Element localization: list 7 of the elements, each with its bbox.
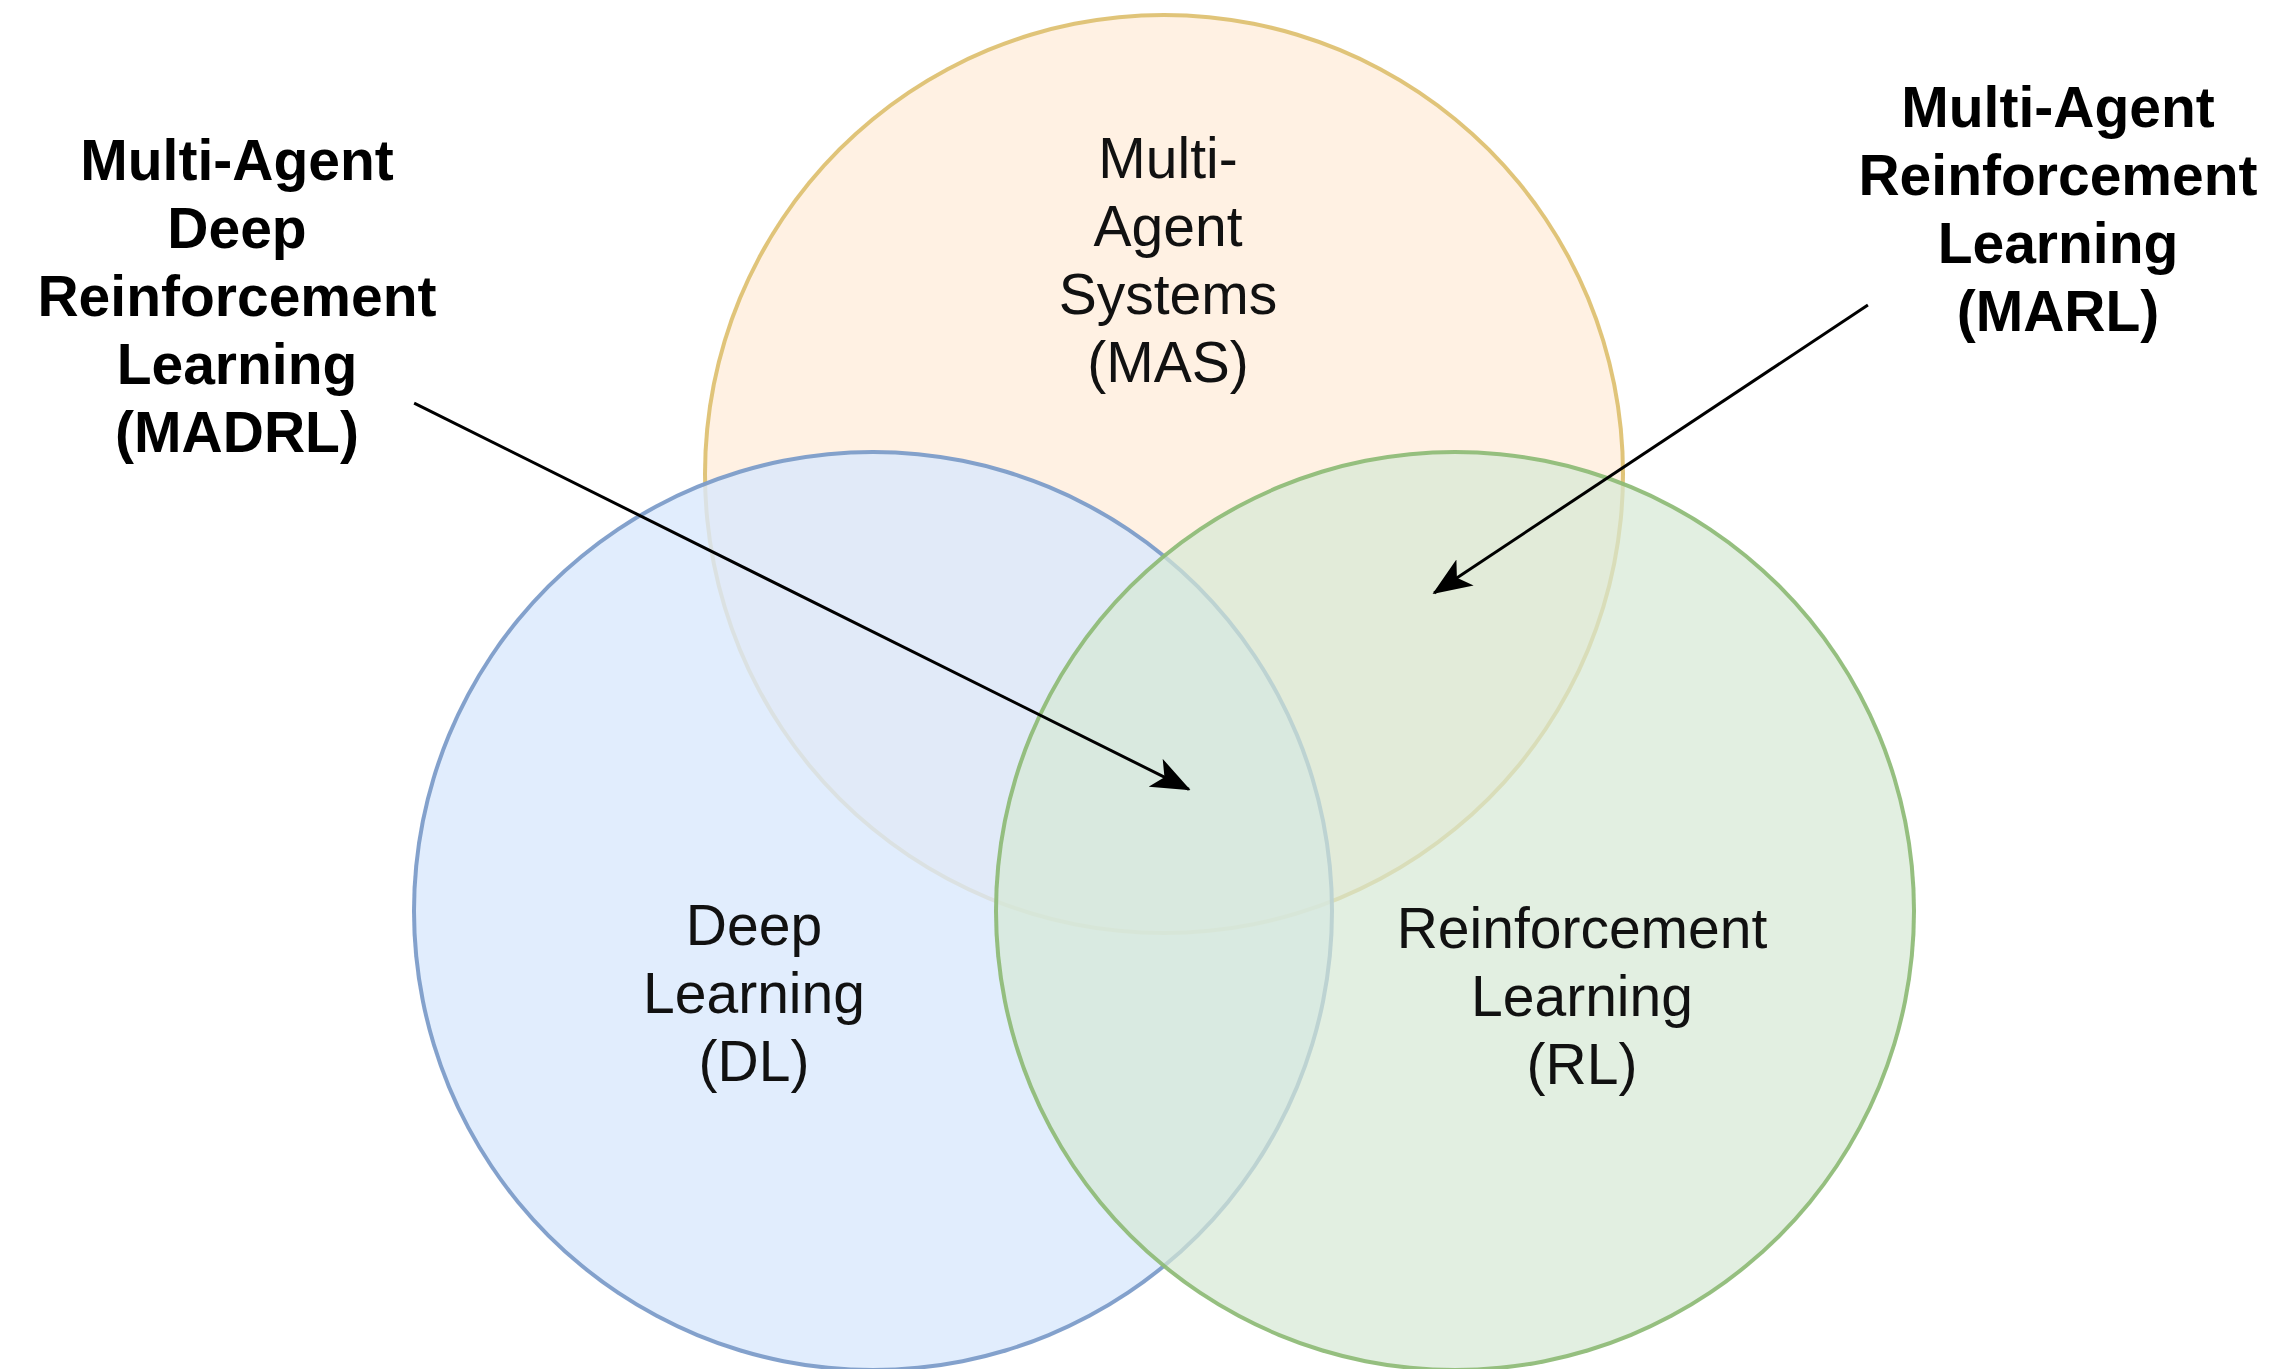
leader-arrow bbox=[1432, 303, 1869, 595]
circle-label: Deep Learning (DL) bbox=[642, 892, 866, 1095]
circle-label: Multi-Agent Systems (MAS) bbox=[1057, 125, 1279, 396]
callout-text: Multi-Agent Reinforcement Learning (MARL) bbox=[1838, 73, 2278, 345]
leader-arrow bbox=[413, 401, 1191, 791]
circle-label: Reinforcement Learning (RL) bbox=[1395, 895, 1769, 1098]
callout-text: Multi-Agent Deep Reinforcement Learning (MADRL) bbox=[22, 126, 452, 466]
